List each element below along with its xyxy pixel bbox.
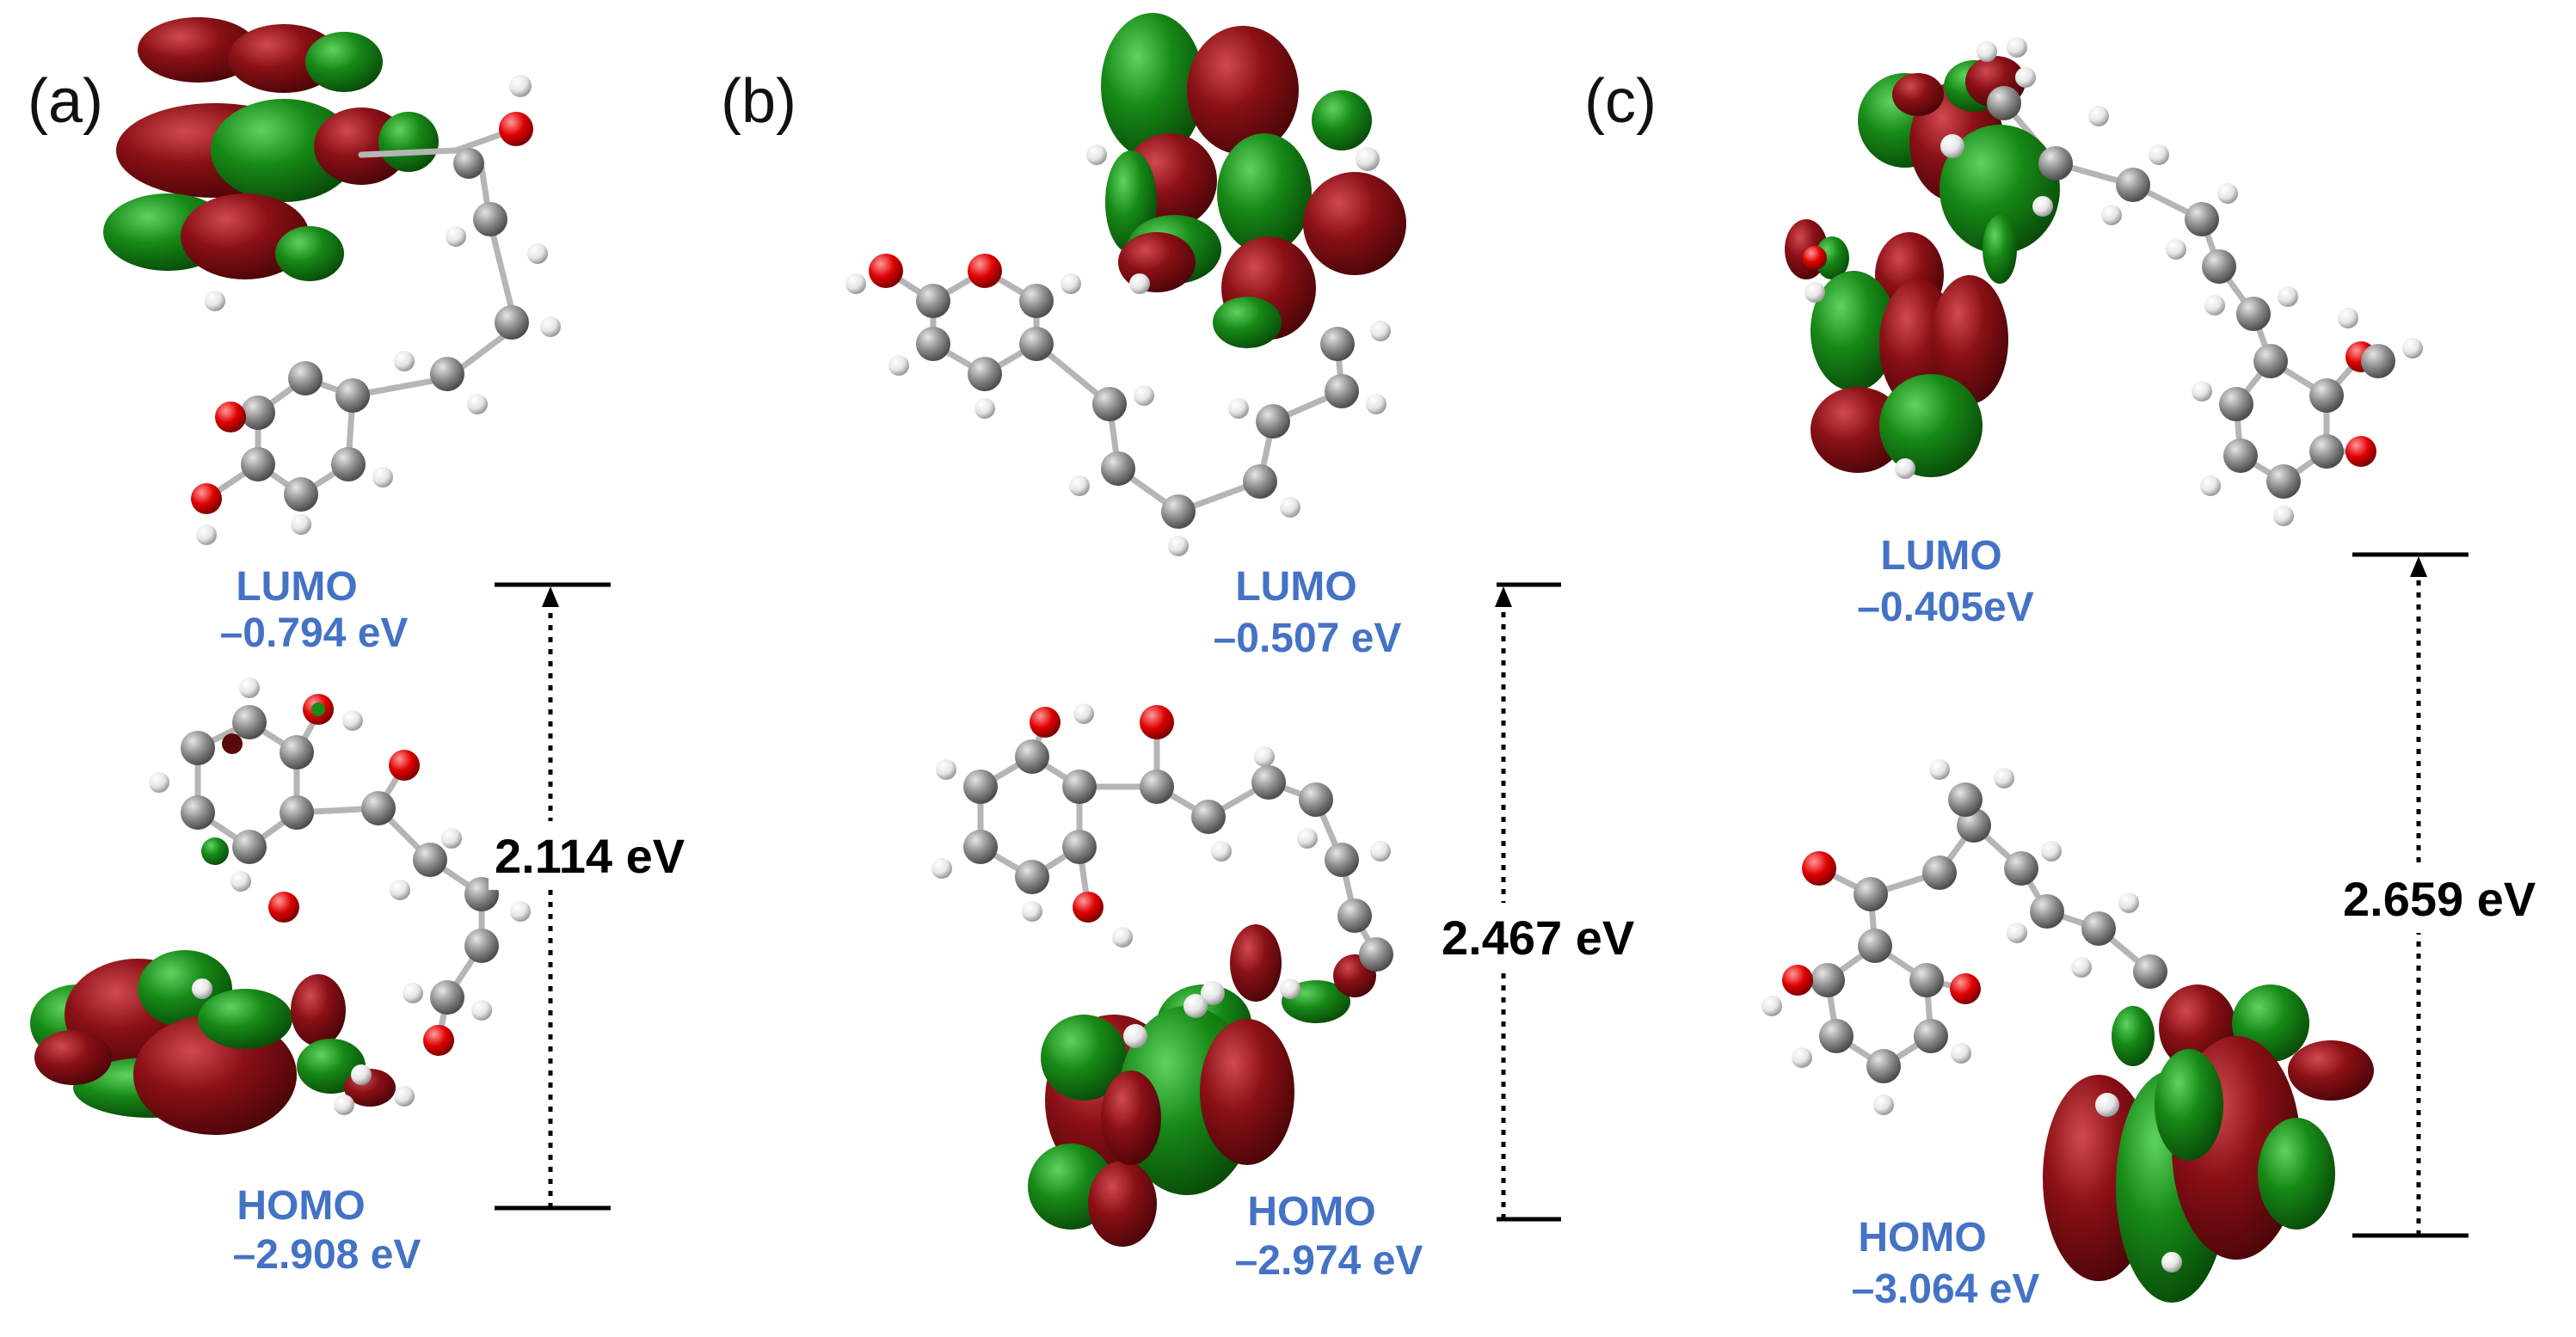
orbital-lobe bbox=[1213, 297, 1282, 348]
orbital-lobe bbox=[198, 989, 292, 1049]
orbital-lobe bbox=[1187, 26, 1299, 155]
panel-c-gap: 2.659 eV bbox=[2343, 872, 2536, 926]
orbital-lobe bbox=[138, 17, 258, 83]
orbital-lobe bbox=[1892, 73, 1944, 116]
gap-label-backdrop bbox=[1436, 903, 1662, 972]
orbital-lobe bbox=[1312, 90, 1372, 150]
orbital-lobe bbox=[2112, 1006, 2155, 1066]
panel-c-energy-levels: 2.659 eV bbox=[2338, 552, 2563, 1238]
panel-b-label: (b) bbox=[721, 67, 796, 136]
orbital-lobe bbox=[1811, 271, 1897, 391]
panel-a-lumo-orbital bbox=[103, 17, 439, 281]
orbital-lobe bbox=[305, 32, 383, 92]
orbital-lobe bbox=[275, 226, 344, 281]
orbital-lobe bbox=[1815, 236, 1849, 279]
panel-a-homo-atoms bbox=[149, 678, 531, 1115]
panel-c-homo-atoms bbox=[1761, 759, 2182, 1273]
orbital-lobe bbox=[1940, 125, 2060, 254]
panel-b-lumo-energy: –0.507 eV bbox=[1214, 616, 1402, 661]
gap-label-backdrop bbox=[2338, 864, 2563, 933]
panel-b-homo-name: HOMO bbox=[1247, 1189, 1375, 1235]
panel-a: (a) bbox=[28, 17, 716, 1278]
panel-a-lumo-energy: –0.794 eV bbox=[220, 610, 409, 656]
orbital-lobe bbox=[1041, 1015, 1127, 1101]
orbital-lobe bbox=[2258, 1118, 2335, 1230]
orbital-lobe bbox=[1230, 924, 1282, 1002]
orbital-lobe bbox=[2288, 1040, 2374, 1101]
panel-c: (c) bbox=[1584, 37, 2563, 1312]
gap-arrowhead bbox=[542, 586, 559, 607]
panel-a-homo-name: HOMO bbox=[237, 1183, 365, 1229]
panel-b-lumo-molecule bbox=[845, 13, 1406, 556]
orbital-lobe bbox=[1217, 133, 1312, 254]
orbital-lobe bbox=[34, 1030, 112, 1085]
panel-a-gap: 2.114 eV bbox=[495, 829, 685, 883]
panel-c-lumo-orbital bbox=[1785, 56, 2060, 477]
orbital-lobe bbox=[211, 99, 357, 202]
panel-c-lumo-atoms bbox=[1803, 37, 2423, 526]
gap-arrowhead bbox=[2410, 556, 2427, 577]
panel-a-energy-levels: 2.114 eV bbox=[489, 582, 716, 1211]
panel-c-homo-molecule bbox=[1761, 759, 2374, 1303]
orbital-lobe bbox=[1303, 172, 1406, 275]
panel-b: (b) bbox=[721, 13, 1662, 1284]
panel-b-energy-levels: 2.467 eV bbox=[1436, 582, 1662, 1222]
orbital-lobe bbox=[1983, 215, 2017, 284]
orbital-lobe bbox=[291, 974, 346, 1046]
orbital-lobe bbox=[1931, 275, 2008, 404]
panel-a-lumo-atoms bbox=[191, 75, 561, 545]
gap-arrowhead bbox=[1495, 586, 1512, 607]
panel-c-label: (c) bbox=[1584, 67, 1657, 136]
panel-b-homo-energy: –2.974 eV bbox=[1235, 1238, 1423, 1284]
orbital-lobe bbox=[1879, 374, 1983, 477]
panel-c-homo-energy: –3.064 eV bbox=[1852, 1266, 2040, 1312]
orbital-lobe bbox=[2155, 1049, 2223, 1161]
panel-b-lumo-atoms bbox=[845, 144, 1391, 556]
panel-a-lumo-name: LUMO bbox=[236, 564, 357, 610]
panel-a-homo-energy: –2.908 eV bbox=[233, 1232, 421, 1278]
panel-b-lumo-name: LUMO bbox=[1235, 564, 1356, 610]
panel-b-gap: 2.467 eV bbox=[1442, 911, 1634, 965]
orbital-lobe bbox=[1088, 1161, 1157, 1247]
orbital-lobe bbox=[1101, 13, 1204, 159]
panel-a-homo-orbital bbox=[30, 950, 396, 1135]
panel-c-lumo-name: LUMO bbox=[1880, 533, 2001, 579]
panel-c-homo-orbital bbox=[2043, 984, 2374, 1303]
gap-label-backdrop bbox=[489, 821, 716, 890]
panel-b-homo-molecule bbox=[931, 703, 1393, 1247]
panel-c-lumo-molecule bbox=[1785, 37, 2423, 526]
orbital-lobe bbox=[1811, 387, 1905, 473]
orbital-lobe bbox=[1101, 1070, 1161, 1165]
panel-a-label: (a) bbox=[28, 67, 103, 136]
panel-b-homo-orbital bbox=[1028, 924, 1376, 1247]
orbital-lobe bbox=[378, 112, 439, 172]
panel-c-homo-name: HOMO bbox=[1858, 1215, 1986, 1260]
panel-c-lumo-energy: –0.405eV bbox=[1857, 585, 2034, 630]
panel-a-lumo-molecule bbox=[103, 17, 561, 545]
panel-b-lumo-orbital bbox=[1101, 13, 1406, 348]
orbital-lobe bbox=[1200, 1019, 1294, 1165]
panel-a-homo-molecule bbox=[30, 678, 531, 1135]
panel-b-homo-atoms bbox=[931, 703, 1393, 1048]
